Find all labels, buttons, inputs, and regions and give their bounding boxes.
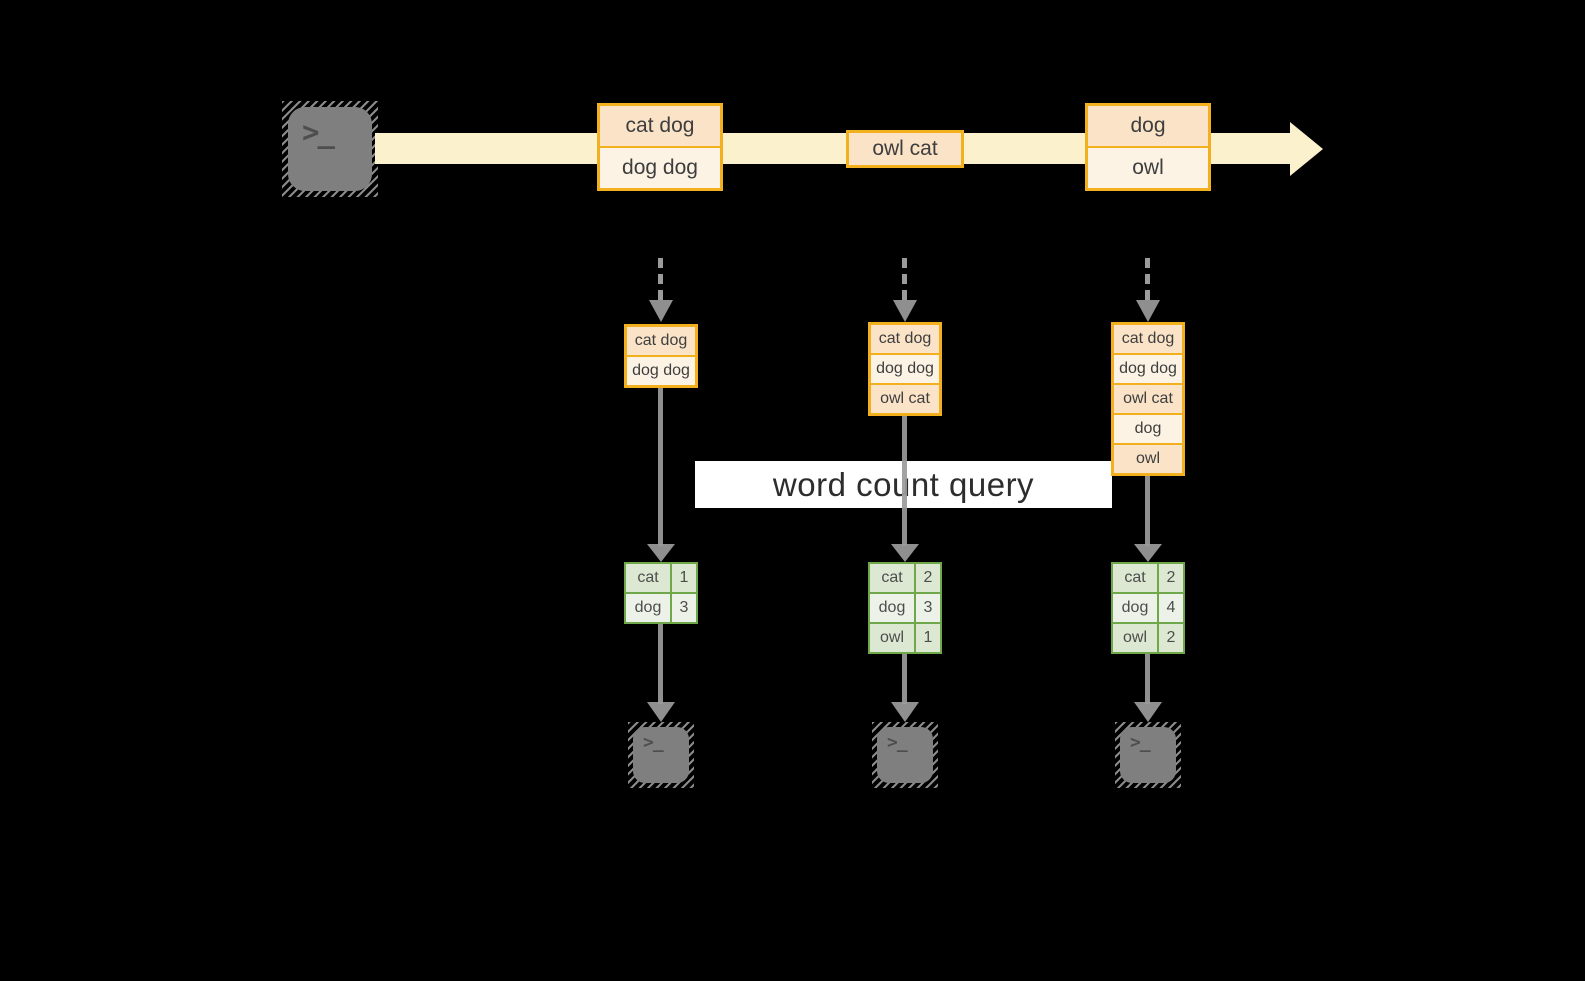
source-terminal-icon: >_	[282, 101, 378, 197]
down-arrow	[658, 624, 663, 704]
down-arrow	[902, 416, 907, 546]
state-record: dog dog	[627, 357, 695, 385]
state-record: dog	[1114, 415, 1182, 443]
count-word-cell: cat	[626, 564, 670, 592]
count-value-cell: 1	[672, 564, 696, 592]
stream-batch-3: dog owl	[1085, 103, 1211, 191]
dashed-down-arrow	[902, 258, 907, 300]
count-value-cell: 2	[1159, 624, 1183, 652]
count-value-cell: 4	[1159, 594, 1183, 622]
state-record: owl	[1114, 445, 1182, 473]
state-record: owl cat	[871, 385, 939, 413]
state-record: cat dog	[1114, 325, 1182, 353]
terminal-icon: >_	[1120, 727, 1176, 783]
count-word-cell: dog	[626, 594, 670, 622]
terminal-prompt-glyph: >_	[302, 115, 335, 149]
count-word-cell: dog	[870, 594, 914, 622]
down-arrow	[1145, 654, 1150, 704]
state-record: cat dog	[627, 327, 695, 355]
arrowhead-icon	[893, 300, 917, 322]
arrowhead-icon	[647, 702, 675, 722]
state-buffer-1: cat dog dog dog	[624, 324, 698, 388]
arrowhead-icon	[1134, 544, 1162, 562]
count-table-3: cat 2 dog 4 owl 2	[1111, 562, 1185, 654]
count-word-cell: dog	[1113, 594, 1157, 622]
state-buffer-3: cat dog dog dog owl cat dog owl	[1111, 322, 1185, 476]
arrowhead-icon	[647, 544, 675, 562]
terminal-prompt-glyph: >_	[1130, 732, 1151, 753]
state-record: dog dog	[871, 355, 939, 383]
count-word-cell: owl	[870, 624, 914, 652]
arrowhead-icon	[891, 544, 919, 562]
terminal-prompt-glyph: >_	[643, 732, 664, 753]
state-record: dog dog	[1114, 355, 1182, 383]
count-table-1: cat 1 dog 3	[624, 562, 698, 624]
result-terminal-icon-1: >_	[628, 722, 694, 788]
batch-record: owl cat	[849, 133, 961, 165]
batch-record: cat dog	[600, 106, 720, 146]
count-word-cell: cat	[870, 564, 914, 592]
batch-record: dog dog	[600, 148, 720, 188]
stream-arrowhead-icon	[1290, 122, 1323, 176]
terminal-icon: >_	[877, 727, 933, 783]
count-table-2: cat 2 dog 3 owl 1	[868, 562, 942, 654]
stream-batch-2: owl cat	[846, 130, 964, 168]
result-terminal-icon-3: >_	[1115, 722, 1181, 788]
dashed-down-arrow	[658, 258, 663, 300]
state-buffer-2: cat dog dog dog owl cat	[868, 322, 942, 416]
arrowhead-icon	[1136, 300, 1160, 322]
terminal-prompt-glyph: >_	[887, 732, 908, 753]
down-arrow	[658, 388, 663, 546]
terminal-icon: >_	[288, 107, 372, 191]
count-word-cell: owl	[1113, 624, 1157, 652]
stream-batch-1: cat dog dog dog	[597, 103, 723, 191]
terminal-icon: >_	[633, 727, 689, 783]
count-value-cell: 2	[916, 564, 940, 592]
arrowhead-icon	[649, 300, 673, 322]
arrowhead-icon	[1134, 702, 1162, 722]
batch-record: owl	[1088, 148, 1208, 188]
count-value-cell: 3	[916, 594, 940, 622]
down-arrow	[1145, 476, 1150, 546]
count-value-cell: 2	[1159, 564, 1183, 592]
result-terminal-icon-2: >_	[872, 722, 938, 788]
count-value-cell: 3	[672, 594, 696, 622]
dashed-down-arrow	[1145, 258, 1150, 300]
batch-record: dog	[1088, 106, 1208, 146]
count-value-cell: 1	[916, 624, 940, 652]
count-word-cell: cat	[1113, 564, 1157, 592]
state-record: cat dog	[871, 325, 939, 353]
down-arrow	[902, 654, 907, 704]
state-record: owl cat	[1114, 385, 1182, 413]
arrowhead-icon	[891, 702, 919, 722]
